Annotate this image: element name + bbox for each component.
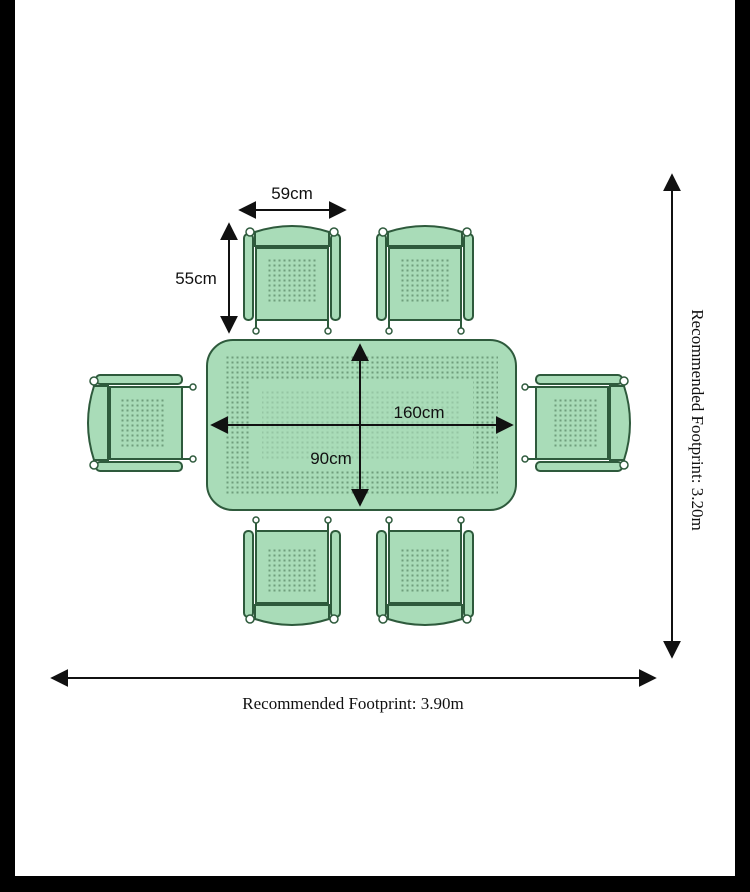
chair-top-left bbox=[243, 225, 341, 335]
chair-bottom-right bbox=[376, 516, 474, 626]
table-length-label: 160cm bbox=[393, 403, 444, 422]
footprint-width-label: Recommended Footprint: 3.90m bbox=[242, 694, 463, 713]
table-width-label: 90cm bbox=[310, 449, 352, 468]
footprint-depth-label: Recommended Footprint: 3.20m bbox=[688, 309, 707, 530]
chair-depth-label: 55cm bbox=[175, 269, 217, 288]
chair-bottom-left bbox=[243, 516, 341, 626]
chair-width-label: 59cm bbox=[271, 184, 313, 203]
chair-left bbox=[87, 374, 197, 472]
chair-right bbox=[521, 374, 631, 472]
chair-top-right bbox=[376, 225, 474, 335]
